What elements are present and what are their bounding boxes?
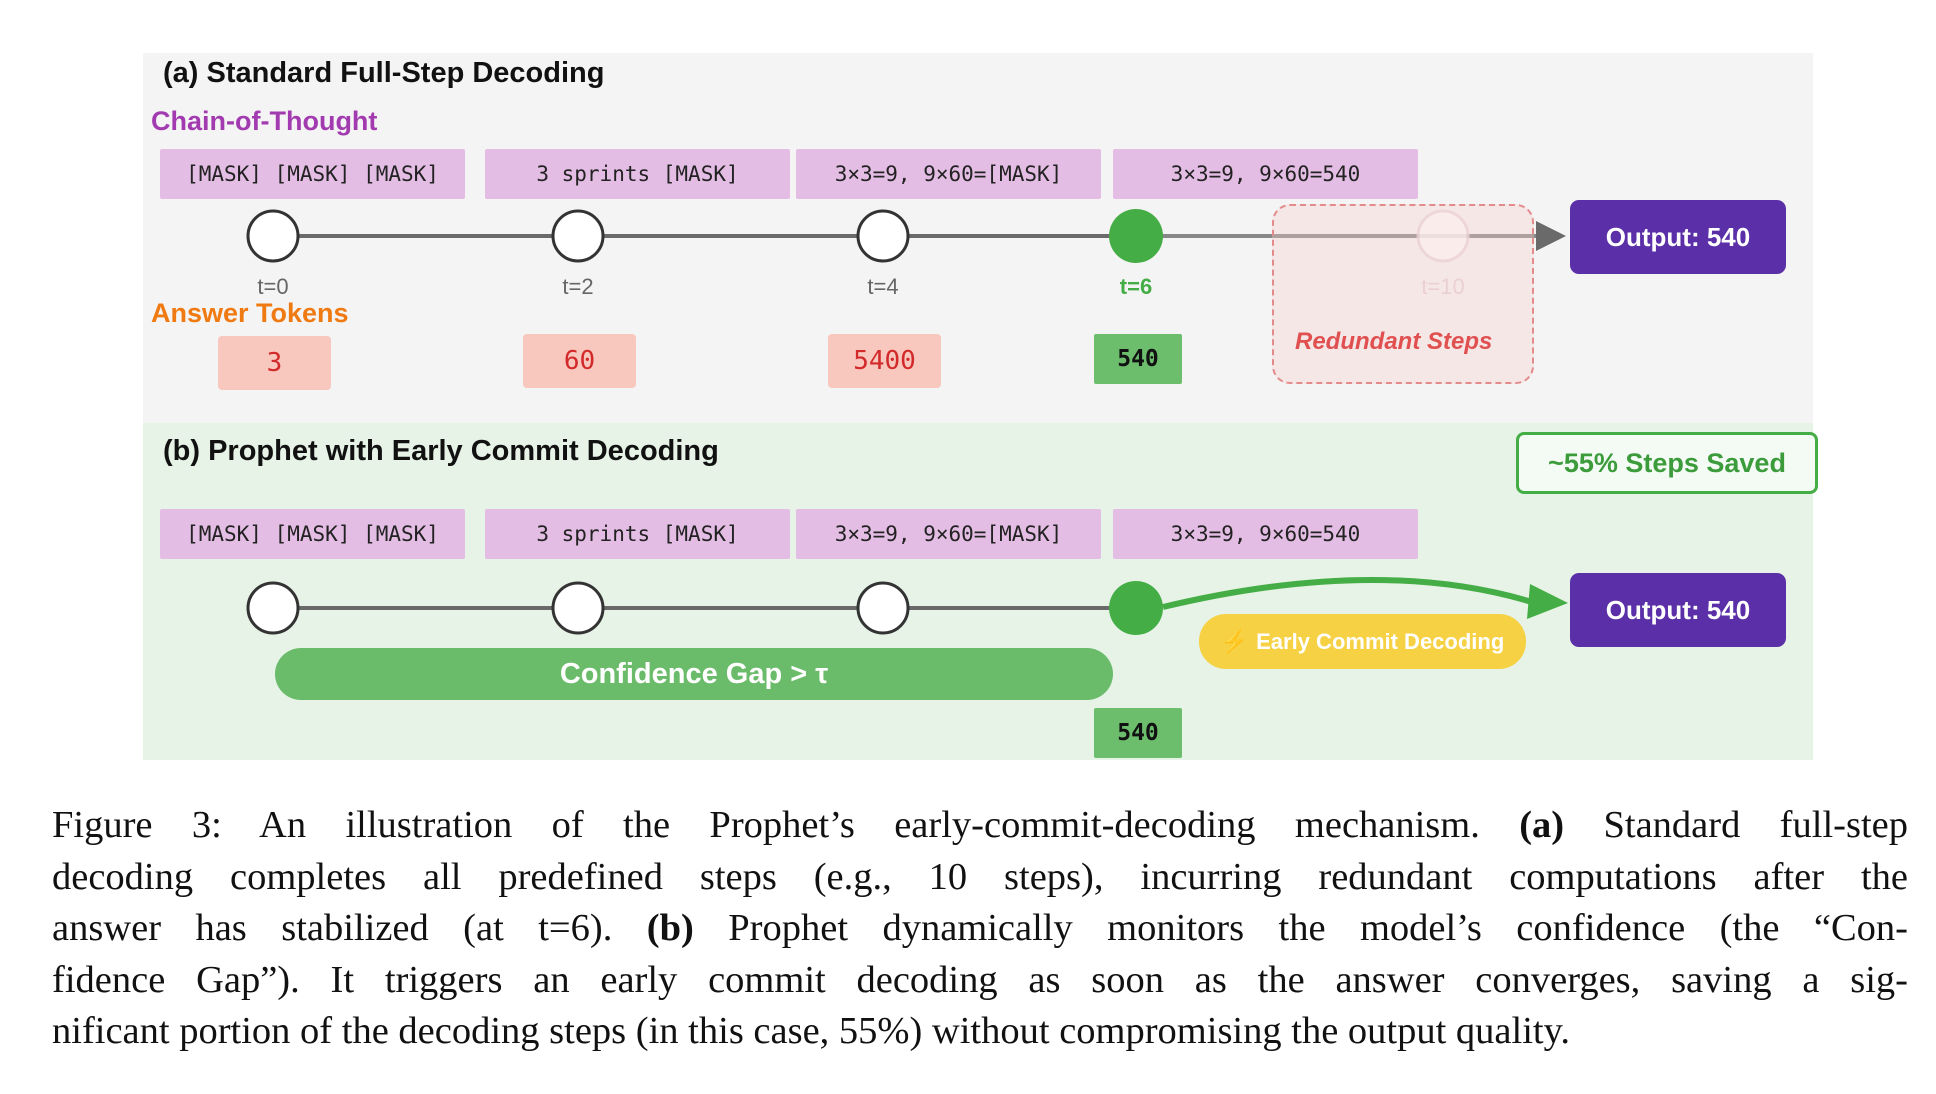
answer-token-a-1: 60	[523, 334, 636, 388]
confidence-gap-bar: Confidence Gap > τ	[275, 648, 1113, 700]
step-label-t0: t=0	[257, 274, 289, 299]
early-commit-arrowhead	[1527, 584, 1568, 619]
step-node-b-1	[246, 581, 300, 635]
step-node-b-3	[856, 581, 910, 635]
caption-bold-a: (a)	[1519, 804, 1565, 846]
caption-line-4: fidence Gap”). It triggers an early comm…	[52, 958, 1908, 1001]
output-box-b: Output: 540	[1570, 573, 1786, 647]
cot-token-b-0: [MASK] [MASK] [MASK]	[160, 509, 465, 559]
step-node-t2	[551, 209, 605, 263]
caption-line-1-b: Standard full-step	[1564, 804, 1908, 846]
step-node-t4	[856, 209, 910, 263]
step-label-t10: t=10	[1421, 274, 1465, 299]
cot-token-a-0: [MASK] [MASK] [MASK]	[160, 149, 465, 199]
cot-token-a-3: 3×3=9, 9×60=540	[1113, 149, 1418, 199]
cot-token-a-1: 3 sprints [MASK]	[485, 149, 790, 199]
cot-token-b-3: 3×3=9, 9×60=540	[1113, 509, 1418, 559]
lightning-icon: ⚡	[1220, 628, 1249, 654]
cot-token-b-1: 3 sprints [MASK]	[485, 509, 790, 559]
cot-token-b-2: 3×3=9, 9×60=[MASK]	[796, 509, 1101, 559]
step-label-t2: t=2	[562, 274, 594, 299]
cot-token-a-2: 3×3=9, 9×60=[MASK]	[796, 149, 1101, 199]
redundant-steps-label: Redundant Steps	[1295, 328, 1493, 355]
step-node-t6	[1109, 209, 1163, 263]
caption-line-2: decoding completes all predefined steps …	[52, 855, 1908, 898]
answer-token-a-2: 5400	[828, 334, 941, 388]
timeline-a-arrowhead	[1536, 221, 1566, 251]
answer-tokens-label: Answer Tokens	[151, 298, 349, 328]
figure-caption: Figure 3: An illustration of the Prophet…	[52, 800, 1908, 1058]
caption-line-1-a: Figure 3: An illustration of the Prophet…	[52, 804, 1520, 846]
early-commit-pill: ⚡ Early Commit Decoding	[1199, 614, 1526, 669]
answer-token-a-3: 540	[1094, 334, 1182, 384]
step-label-t4: t=4	[867, 274, 899, 299]
early-commit-arrow	[1162, 577, 1536, 610]
step-label-t6: t=6	[1119, 274, 1153, 299]
step-node-b-2	[551, 581, 605, 635]
panel-b-title: (b) Prophet with Early Commit Decoding	[163, 435, 719, 467]
steps-saved-badge: ~55% Steps Saved	[1516, 432, 1818, 494]
caption-bold-b: (b)	[646, 907, 694, 949]
redundant-steps-region	[1272, 204, 1534, 384]
answer-token-b: 540	[1094, 708, 1182, 758]
answer-token-a-0: 3	[218, 336, 331, 390]
step-node-t10	[1416, 209, 1470, 263]
panel-a-title: (a) Standard Full-Step Decoding	[163, 57, 605, 89]
step-node-b-4	[1109, 581, 1163, 635]
caption-line-5: nificant portion of the decoding steps (…	[52, 1010, 1570, 1052]
caption-line-1: Figure 3: An illustration of the Prophet…	[52, 800, 1908, 852]
caption-line-3: answer has stabilized (at t=6). (b) Prop…	[52, 903, 1908, 955]
step-node-t0	[246, 209, 300, 263]
early-commit-label: Early Commit Decoding	[1256, 628, 1505, 654]
caption-line-3-b: Prophet dynamically monitors the model’s…	[693, 907, 1908, 949]
output-box-a: Output: 540	[1570, 200, 1786, 274]
caption-line-3-a: answer has stabilized (at t=6).	[52, 907, 647, 949]
chain-of-thought-label: Chain-of-Thought	[151, 106, 378, 136]
